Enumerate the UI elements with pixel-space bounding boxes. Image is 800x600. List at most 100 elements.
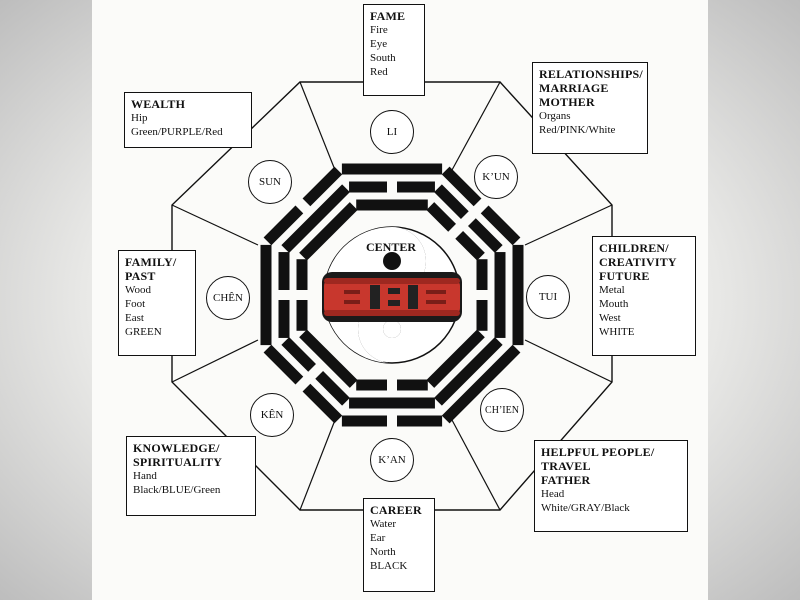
trigram-solid-line: [441, 344, 521, 424]
family-box: FAMILY/ PAST Wood Foot East GREEN: [118, 250, 196, 356]
trigram-broken-line: [296, 300, 308, 331]
relationships-title: RELATIONSHIPS/: [539, 67, 643, 81]
trigram-broken-line: [426, 202, 456, 232]
fame-box: FAME Fire Eye South Red: [363, 4, 425, 96]
trigram-broken-line: [278, 252, 290, 290]
trigram-solid-line: [356, 199, 428, 211]
children-line: Mouth: [599, 298, 629, 310]
trigram-bars: [341, 379, 443, 427]
trigram-solid-line: [512, 244, 524, 346]
trigram-broken-line: [434, 184, 469, 219]
children-line: Metal: [599, 284, 625, 296]
children-title: FUTURE: [599, 269, 650, 283]
trigram-broken-line: [476, 259, 488, 290]
trigram-solid-line: [349, 397, 435, 409]
knowledge-title: SPIRITUALITY: [133, 455, 223, 469]
trigram-broken-line: [302, 383, 343, 424]
trigram-bars: [263, 329, 358, 424]
trigram-broken-line: [455, 231, 485, 261]
career-line: North: [370, 546, 396, 558]
career-line: Water: [370, 518, 396, 530]
trigram-broken-line: [397, 379, 428, 391]
trigram-solid-line: [494, 252, 506, 338]
yang-dot: [383, 252, 401, 270]
family-line: Wood: [125, 284, 152, 296]
spokes: [171, 81, 613, 511]
relationships-title: MOTHER: [539, 95, 595, 109]
family-title: PAST: [125, 269, 156, 283]
knowledge-line: Black/BLUE/Green: [133, 484, 221, 496]
knowledge-title: KNOWLEDGE/: [133, 441, 220, 455]
trigram-bars: [341, 163, 443, 211]
knowledge-line: Hand: [133, 470, 157, 482]
trigram-broken-line: [296, 259, 308, 290]
trigram-solid-line: [260, 244, 272, 346]
trigram-broken-line: [476, 300, 488, 331]
trigram-bars: [426, 329, 521, 424]
children-title: CREATIVITY: [599, 255, 677, 269]
trigram-broken-line: [397, 415, 443, 427]
trigram-broken-line: [278, 299, 290, 338]
trigram-bars: [476, 244, 524, 346]
trigram-kan: K’AN: [370, 438, 414, 482]
family-title: FAMILY/: [125, 255, 177, 269]
trigram-broken-line: [341, 415, 387, 427]
trigram-li: LI: [370, 110, 414, 154]
wealth-line: Green/PURPLE/Red: [131, 126, 223, 138]
helpful-people-title: FATHER: [541, 473, 591, 487]
fame-line: South: [370, 52, 396, 64]
helpful-people-box: HELPFUL PEOPLE/ TRAVEL FATHER Head White…: [534, 440, 688, 532]
yin-dot: [383, 320, 401, 338]
trigram-solid-line: [299, 329, 358, 388]
family-line: Foot: [125, 298, 146, 310]
trigram-solid-line: [341, 163, 443, 175]
trigram-ken: KÊN: [250, 393, 294, 437]
career-box: CAREER Water Ear North BLACK: [363, 498, 435, 592]
trigram-broken-line: [468, 218, 503, 253]
trigram-broken-line: [281, 337, 316, 372]
relationships-box: RELATIONSHIPS/ MARRIAGE MOTHER Organs Re…: [532, 62, 648, 154]
trigram-bars: [426, 166, 521, 261]
fame-line: Fire: [370, 24, 388, 36]
trigram-broken-line: [263, 205, 304, 246]
trigram-broken-line: [302, 166, 343, 207]
trigram-bars: [260, 244, 308, 346]
knowledge-box: KNOWLEDGE/ SPIRITUALITY Hand Black/BLUE/…: [126, 436, 256, 516]
trigram-ring: [260, 163, 524, 427]
fame-title: FAME: [370, 9, 406, 23]
trigram-solid-line: [426, 329, 485, 388]
family-line: East: [125, 312, 144, 324]
family-line: GREEN: [125, 326, 162, 338]
helpful-people-line: White/GRAY/Black: [541, 502, 630, 514]
fame-line: Eye: [370, 38, 388, 50]
trigram-solid-line: [281, 184, 350, 253]
trigram-bars: [263, 166, 358, 261]
wealth-title: WEALTH: [131, 97, 186, 111]
trigram-solid-line: [299, 202, 358, 261]
helpful-people-line: Head: [541, 488, 565, 500]
relationships-line: Organs: [539, 110, 571, 122]
trigram-chien: CH’IEN: [480, 388, 524, 432]
relationships-title: MARRIAGE: [539, 81, 609, 95]
trigram-sun: SUN: [248, 160, 292, 204]
trigram-solid-line: [434, 337, 503, 406]
trigram-broken-line: [315, 371, 350, 406]
wealth-box: WEALTH Hip Green/PURPLE/Red: [124, 92, 252, 148]
trigram-broken-line: [441, 166, 482, 207]
trigram-broken-line: [356, 379, 387, 391]
children-line: WHITE: [599, 326, 635, 338]
children-box: CHILDREN/ CREATIVITY FUTURE Metal Mouth …: [592, 236, 696, 356]
fame-line: Red: [370, 66, 388, 78]
helpful-people-title: TRAVEL: [541, 459, 591, 473]
children-line: West: [599, 312, 621, 324]
helpful-people-title: HELPFUL PEOPLE/: [541, 445, 655, 459]
wealth-line: Hip: [131, 112, 148, 124]
trigram-broken-line: [480, 205, 521, 246]
trigram-kun: K’UN: [474, 155, 518, 199]
career-title: CAREER: [370, 503, 422, 517]
red-ring-icon: [322, 272, 462, 322]
center-label: CENTER: [366, 240, 417, 254]
trigram-tui: TUI: [526, 275, 570, 319]
trigram-broken-line: [349, 181, 387, 193]
